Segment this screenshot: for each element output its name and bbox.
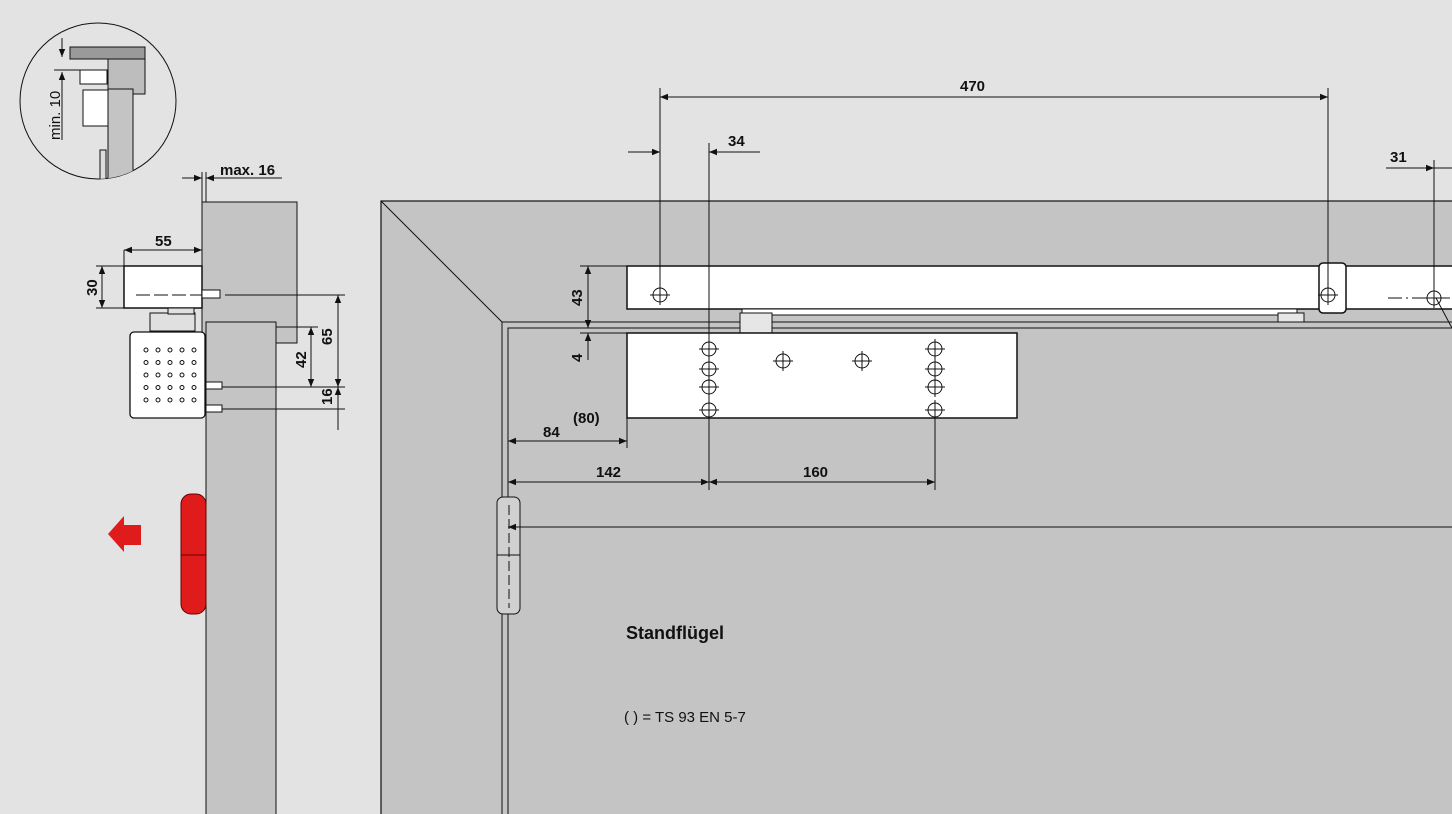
max-16-label: max. 16 bbox=[220, 162, 275, 179]
mounting-hole bbox=[925, 400, 945, 420]
closer-body bbox=[626, 332, 1018, 419]
height-30-label: 30 bbox=[84, 279, 101, 296]
vent-dot bbox=[179, 385, 185, 390]
dim-84-label: 84 bbox=[543, 424, 560, 441]
footnote: ( ) = TS 93 EN 5-7 bbox=[624, 709, 746, 726]
vent-dot bbox=[179, 397, 185, 403]
vent-dot bbox=[167, 347, 173, 353]
mounting-hole bbox=[925, 359, 945, 379]
vent-dot bbox=[143, 385, 149, 390]
dim-65-label: 65 bbox=[319, 328, 336, 345]
detail-inset: min. 10 bbox=[19, 22, 177, 180]
vent-dot bbox=[179, 360, 185, 365]
dim-470-label: 470 bbox=[960, 78, 985, 95]
dim-31-label: 31 bbox=[1390, 149, 1407, 166]
vent-dot bbox=[143, 372, 149, 378]
vent-dot bbox=[179, 372, 185, 378]
mounting-hole bbox=[773, 351, 793, 371]
vent-dot bbox=[179, 347, 185, 353]
side-view: max. 16 55 30 65 42 16 bbox=[84, 162, 345, 814]
vent-dot bbox=[155, 360, 161, 365]
mounting-hole bbox=[852, 351, 872, 371]
red-hinge bbox=[180, 493, 207, 615]
leaf-label: Standflügel bbox=[626, 623, 724, 643]
vent-dot bbox=[143, 397, 149, 403]
vent-dot bbox=[191, 385, 197, 390]
vent-dot bbox=[167, 385, 173, 390]
vent-dot bbox=[167, 360, 173, 365]
dim-4-label: 4 bbox=[569, 353, 586, 362]
min-10-label: min. 10 bbox=[47, 91, 64, 140]
mounting-hole bbox=[925, 377, 945, 397]
vent-dot bbox=[167, 372, 173, 378]
vent-dot bbox=[155, 385, 161, 390]
dim-42-label: 42 bbox=[293, 351, 310, 368]
dim-34-label: 34 bbox=[728, 133, 745, 150]
dim-80-label: (80) bbox=[573, 410, 600, 427]
width-55-label: 55 bbox=[155, 233, 172, 250]
mounting-hole bbox=[925, 339, 945, 359]
dim-160-label: 160 bbox=[803, 464, 828, 481]
vent-dot bbox=[191, 397, 197, 403]
dim-142-label: 142 bbox=[596, 464, 621, 481]
dim-43-label: 43 bbox=[569, 289, 586, 306]
slide-rail bbox=[626, 265, 1452, 310]
vent-dot bbox=[167, 397, 173, 403]
vent-dot bbox=[143, 360, 149, 365]
front-view: 470 34 31 43 4 84 (80) 142 160 bbox=[380, 78, 1452, 814]
vent-dot bbox=[191, 360, 197, 365]
closer-vent-dots bbox=[143, 347, 197, 403]
vent-dot bbox=[143, 347, 149, 353]
vent-dot bbox=[155, 397, 161, 403]
vent-dot bbox=[191, 347, 197, 353]
vent-dot bbox=[191, 372, 197, 378]
vent-dot bbox=[155, 347, 161, 353]
dim-16-label: 16 bbox=[319, 388, 336, 405]
opening-direction-arrow-icon bbox=[108, 516, 141, 552]
vent-dot bbox=[155, 372, 161, 378]
